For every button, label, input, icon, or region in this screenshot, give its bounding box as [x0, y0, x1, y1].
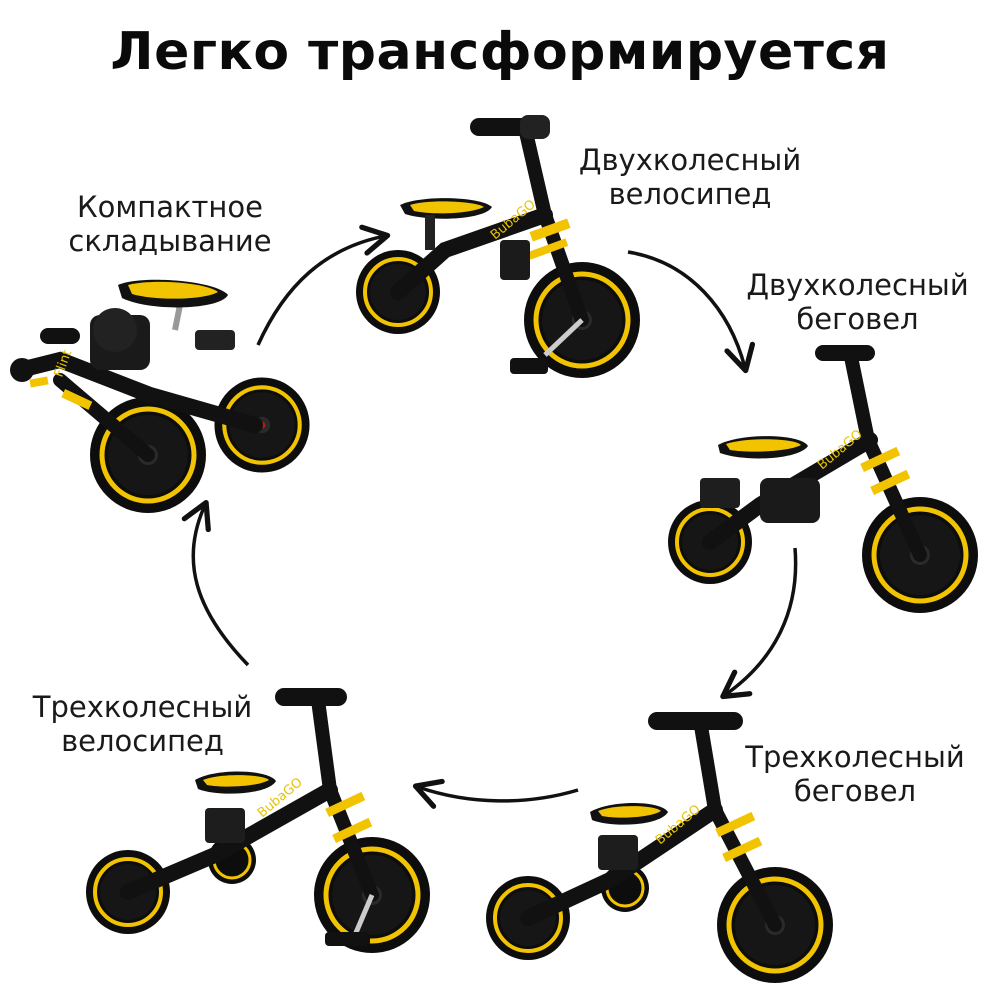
label-line: Трехколесный	[32, 690, 253, 724]
arrow-bike3-to-compact	[181, 499, 250, 667]
arrow-balance2-to-balance3	[720, 547, 798, 700]
bike-three-wheel-balance: BubaGO	[484, 712, 833, 983]
arrow-balance3-to-bike3	[412, 778, 579, 809]
label-line: Компактное	[77, 190, 263, 224]
arrow-bike2-to-balance2	[627, 250, 756, 374]
label-line: беговел	[793, 774, 917, 808]
label-line: складывание	[68, 224, 272, 258]
label-line: беговел	[796, 302, 919, 336]
label-line: Двухколесный	[578, 143, 802, 177]
label-line: Трехколесный	[745, 740, 965, 774]
label-three-wheel-bike: Трехколесный велосипед	[10, 690, 275, 758]
bike-compact-folding: Flint	[10, 279, 310, 513]
bike-two-wheel-balance: BubaGO	[666, 345, 978, 613]
page-title: Легко трансформируется	[110, 22, 890, 82]
label-line: велосипед	[61, 724, 224, 758]
bike-two-wheel-bicycle: BubaGO	[354, 115, 640, 378]
label-line: велосипед	[608, 177, 772, 211]
bike-three-wheel-bicycle: BubaGO	[84, 688, 430, 953]
label-two-wheel-bike: Двухколесный велосипед	[555, 143, 825, 211]
label-line: Двухколесный	[746, 268, 969, 302]
arrow-compact-to-bike2	[256, 224, 391, 346]
label-compact-folding: Компактное складывание	[55, 190, 285, 258]
label-two-wheel-balance: Двухколесный беговел	[725, 268, 990, 336]
label-three-wheel-balance: Трехколесный беговел	[715, 740, 995, 808]
